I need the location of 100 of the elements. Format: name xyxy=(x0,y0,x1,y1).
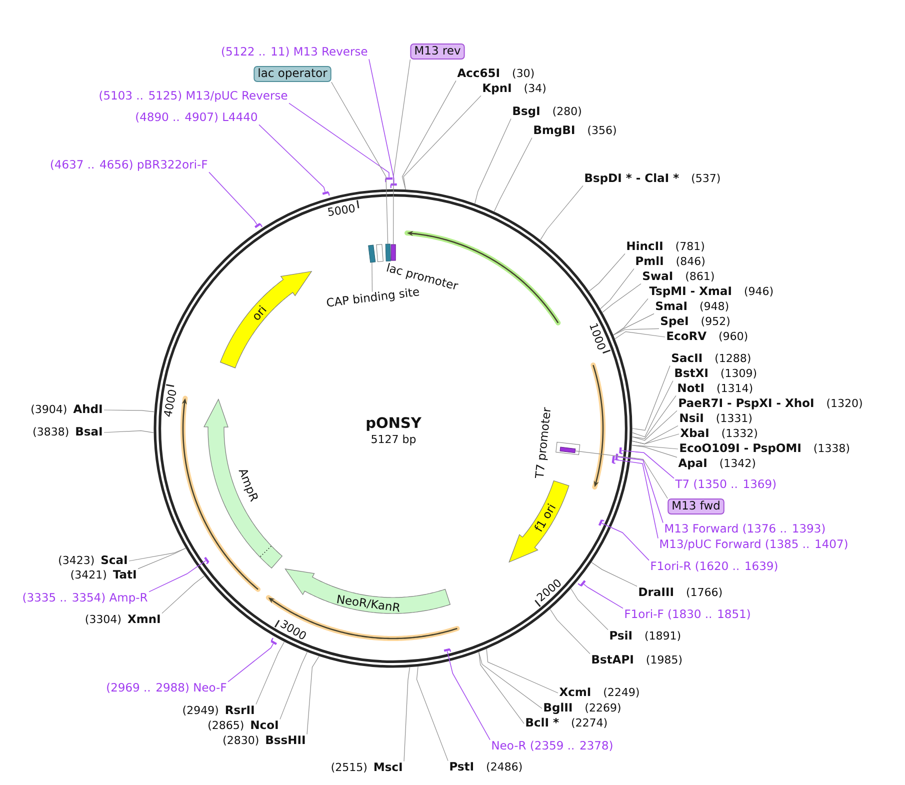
enzyme-site-label: (2515) MscI xyxy=(332,762,402,772)
primer-mark xyxy=(598,519,604,526)
leader-line xyxy=(632,444,678,450)
leader-line xyxy=(402,80,456,190)
primer-mark xyxy=(270,638,277,645)
leader-line xyxy=(228,643,274,682)
leader-line xyxy=(208,172,258,225)
leader-line xyxy=(331,82,388,244)
enzyme-site-label: SmaI (948) xyxy=(656,301,728,312)
primer-label: M13/pUC Forward (1385 .. 1407) xyxy=(660,539,848,550)
leader-line xyxy=(258,124,326,192)
feature-block xyxy=(560,446,576,454)
enzyme-site-label: (3304) XmnI xyxy=(86,614,160,624)
primer-mark xyxy=(254,222,262,228)
leader-line xyxy=(583,584,624,609)
feature-tag: M13 rev xyxy=(410,44,465,60)
enzyme-site-label: Acc65I (30) xyxy=(457,68,534,78)
feature-label: lac promoter xyxy=(386,262,458,290)
scale-label: 5000 xyxy=(328,204,355,216)
primer-label: (5103 .. 5125) M13/pUC Reverse xyxy=(100,90,288,102)
primer-mark xyxy=(204,556,210,564)
primer-label: (2969 .. 2988) Neo-F xyxy=(107,682,226,694)
leader-line xyxy=(632,380,674,438)
leader-line xyxy=(614,459,658,539)
leader-line xyxy=(600,268,634,310)
enzyme-site-label: HincII (781) xyxy=(627,241,704,252)
scale-label: 4000 xyxy=(164,390,176,417)
enzyme-site-label: (3904) AhdI xyxy=(32,404,102,414)
enzyme-site-label: XcmI (2249) xyxy=(559,688,639,698)
leader-line xyxy=(446,650,490,740)
leader-line xyxy=(613,313,654,336)
feature-tag: M13 fwd xyxy=(668,498,724,514)
leader-line xyxy=(540,185,584,240)
leader-line xyxy=(632,365,670,431)
leader-line xyxy=(138,548,186,570)
feature-block xyxy=(385,244,391,262)
enzyme-site-label: SwaI (861) xyxy=(643,271,714,282)
enzyme-site-label: (2830) BssHII xyxy=(224,736,305,746)
leader-line xyxy=(416,666,448,762)
enzyme-site-label: EcoRV (960) xyxy=(667,332,748,342)
leader-line xyxy=(288,102,390,178)
primer-mark xyxy=(390,183,397,188)
leader-line xyxy=(614,331,666,340)
primer-mark xyxy=(385,177,393,182)
leader-line xyxy=(632,395,676,439)
enzyme-site-label: BsgI (280) xyxy=(513,106,581,118)
leader-line xyxy=(404,667,410,762)
leader-line xyxy=(632,444,678,458)
leader-line xyxy=(280,652,308,720)
leader-line xyxy=(550,608,590,654)
feature-block xyxy=(390,244,396,261)
leader-line xyxy=(613,298,648,336)
enzyme-site-label: BstAPI (1985) xyxy=(592,655,682,665)
leader-line xyxy=(570,588,608,630)
leader-line xyxy=(613,328,660,336)
leader-line xyxy=(632,434,680,444)
feature-label: CAP binding site xyxy=(326,288,420,306)
primer-mark xyxy=(578,580,586,587)
primer-label: F1ori-R (1620 .. 1639) xyxy=(651,561,778,572)
feature-block xyxy=(368,244,376,263)
leader-line xyxy=(372,262,373,292)
feature-block xyxy=(376,244,384,262)
leader-line xyxy=(478,652,542,709)
enzyme-site-label: BstXI (1309) xyxy=(675,368,756,378)
primer-label: (4890 .. 4907) L4440 xyxy=(136,112,257,123)
leader-line xyxy=(575,450,668,499)
leader-line xyxy=(306,656,320,735)
enzyme-site-label: XbaI (1332) xyxy=(680,428,757,438)
enzyme-site-label: PmlI (846) xyxy=(636,256,704,266)
leader-line xyxy=(621,450,674,479)
enzyme-site-label: NotI (1314) xyxy=(678,384,752,394)
primer-label: (5122 .. 11) M13 Reverse xyxy=(222,46,368,58)
plasmid-size: 5127 bp xyxy=(372,434,416,446)
primer-mark xyxy=(444,648,452,652)
enzyme-site-label: KpnI (34) xyxy=(483,84,546,94)
primer-mark xyxy=(619,447,623,454)
primer-label: (3335 .. 3354) Amp-R xyxy=(23,592,148,604)
leader-line xyxy=(602,283,642,313)
enzyme-site-label: PsiI (1891) xyxy=(610,630,680,641)
leader-line xyxy=(474,118,512,204)
leader-line xyxy=(494,137,532,212)
primer-label: (4637 .. 4656) pBR322ori-F xyxy=(50,160,208,171)
enzyme-site-label: PaeR7I - PspXI - XhoI (1320) xyxy=(679,398,862,410)
primer-mark xyxy=(612,456,616,464)
enzyme-site-label: ApaI (1342) xyxy=(678,458,755,470)
leader-line xyxy=(486,648,558,694)
enzyme-site-label: SacII (1288) xyxy=(672,353,750,364)
enzyme-site-label: (2865) NcoI xyxy=(208,720,278,730)
enzyme-site-label: TspMI - XmaI (946) xyxy=(649,286,773,298)
enzyme-site-label: DraIII (1766) xyxy=(639,588,722,598)
leader-line xyxy=(591,562,638,587)
enzyme-site-label: BclI * (2274) xyxy=(526,718,607,728)
enzyme-site-label: BspDI * - ClaI * (537) xyxy=(585,173,720,184)
leader-line xyxy=(403,95,482,190)
primer-label: F1ori-F (1830 .. 1851) xyxy=(625,609,750,620)
enzyme-site-label: PstI (2486) xyxy=(450,762,522,772)
leader-line xyxy=(148,560,206,592)
primer-mark xyxy=(615,454,619,461)
enzyme-site-label: NsiI (1331) xyxy=(680,413,752,424)
enzyme-site-label: (3838) BsaI xyxy=(34,427,102,437)
